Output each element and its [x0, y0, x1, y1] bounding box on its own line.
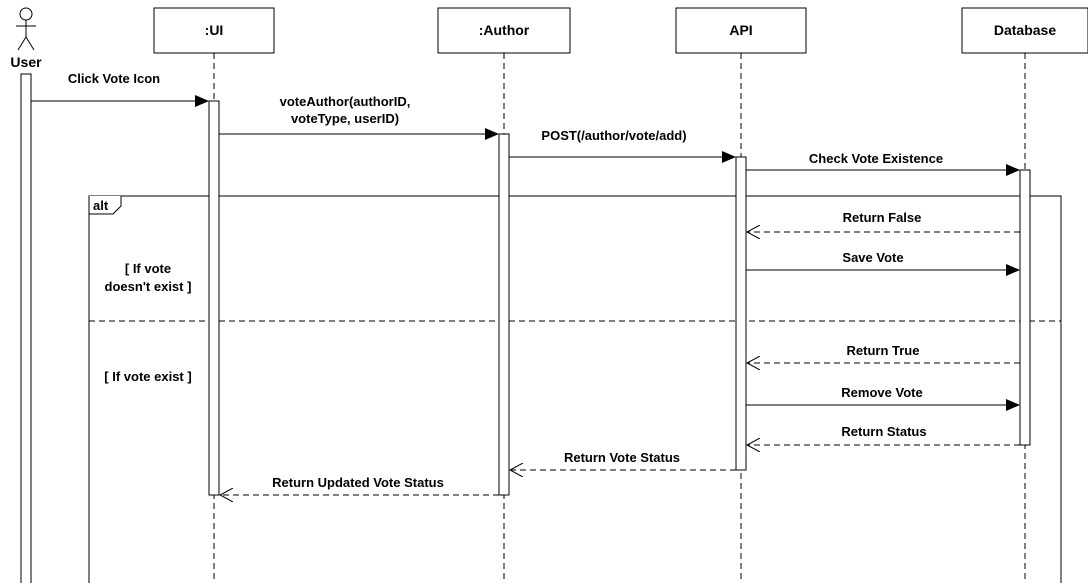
message-save-vote-label: Save Vote	[842, 250, 903, 265]
alt-fragment	[88, 195, 1062, 583]
message-click-vote-icon-label: Click Vote Icon	[68, 71, 160, 86]
activation-ui	[208, 100, 220, 496]
message-post-vote-label: POST(/author/vote/add)	[541, 128, 686, 143]
message-check-vote-existence-label: Check Vote Existence	[809, 151, 943, 166]
message-post-vote: POST(/author/vote/add)	[509, 128, 736, 163]
message-return-true-label: Return True	[847, 343, 920, 358]
message-return-vote-status: Return Vote Status	[510, 450, 736, 470]
guard-vote-not-exist-line2: doesn't exist ]	[105, 279, 192, 294]
message-return-status: Return Status	[747, 424, 1020, 445]
participant-ui: :UI	[153, 7, 275, 54]
message-return-updated-vote-status-label: Return Updated Vote Status	[272, 475, 444, 490]
message-return-false: Return False	[747, 210, 1020, 232]
participant-database: Database	[961, 7, 1088, 54]
participant-api: API	[675, 7, 807, 54]
message-return-true: Return True	[747, 343, 1020, 363]
participant-ui-label: :UI	[205, 22, 224, 38]
activation-user	[20, 73, 32, 583]
message-remove-vote: Remove Vote	[746, 385, 1020, 411]
message-vote-author: voteAuthor(authorID, voteType, userID)	[219, 94, 499, 140]
guard-vote-exist: [ If vote exist ]	[104, 369, 191, 384]
activation-api	[735, 156, 747, 471]
message-vote-author-label-line1: voteAuthor(authorID,	[280, 94, 411, 109]
message-remove-vote-label: Remove Vote	[841, 385, 922, 400]
actor-user-label: User	[10, 54, 42, 70]
participant-database-label: Database	[994, 22, 1056, 38]
message-return-vote-status-label: Return Vote Status	[564, 450, 680, 465]
message-save-vote: Save Vote	[746, 250, 1020, 276]
participant-author-label: :Author	[479, 22, 530, 38]
alt-operator-label: alt	[93, 198, 109, 213]
participant-author: :Author	[437, 7, 571, 54]
activation-author	[498, 133, 510, 496]
message-return-status-label: Return Status	[841, 424, 926, 439]
guard-vote-not-exist-line1: [ If vote	[125, 261, 171, 276]
message-check-vote-existence: Check Vote Existence	[746, 151, 1020, 176]
actor-user-icon	[16, 7, 36, 51]
message-return-false-label: Return False	[843, 210, 922, 225]
activation-database	[1019, 169, 1031, 446]
participant-api-label: API	[729, 22, 752, 38]
message-return-updated-vote-status: Return Updated Vote Status	[220, 475, 499, 495]
message-vote-author-label-line2: voteType, userID)	[291, 111, 399, 126]
message-click-vote-icon: Click Vote Icon	[31, 71, 209, 107]
